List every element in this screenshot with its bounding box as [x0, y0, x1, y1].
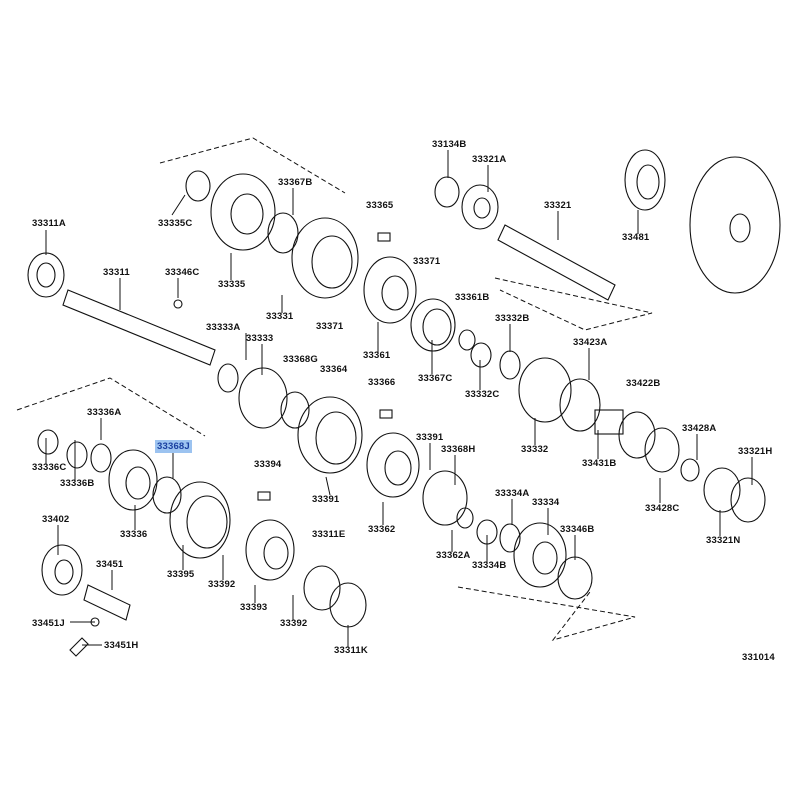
part-label[interactable]: 33346C — [165, 267, 200, 278]
part-label[interactable]: 33364 — [320, 364, 348, 375]
part-label[interactable]: 33402 — [42, 514, 70, 525]
part-label[interactable]: 33368H — [441, 444, 476, 455]
part-label[interactable]: 33431B — [582, 458, 617, 469]
part-label[interactable]: 33321A — [472, 154, 507, 165]
part-label[interactable]: 33423A — [573, 337, 608, 348]
part-label[interactable]: 33395 — [167, 569, 195, 580]
part-label[interactable]: 33361 — [363, 350, 391, 361]
group-outline-top — [159, 137, 346, 194]
part-label[interactable]: 33481 — [622, 232, 650, 243]
part-label[interactable]: 33332B — [495, 313, 530, 324]
part-label[interactable]: 33332 — [521, 444, 549, 455]
part-label[interactable]: 33451H — [104, 640, 139, 651]
group-outline-right — [494, 277, 653, 331]
part-label[interactable]: 33367B — [278, 177, 313, 188]
part-label[interactable]: 33422B — [626, 378, 661, 389]
figure-number: 331014 — [742, 652, 775, 663]
part-label[interactable]: 33361B — [455, 292, 490, 303]
part-label[interactable]: 33346B — [560, 524, 595, 535]
part-label[interactable]: 33335 — [218, 279, 246, 290]
part-label[interactable]: 33393 — [240, 602, 268, 613]
part-label[interactable]: 33451 — [96, 559, 124, 570]
part-label[interactable]: 33362 — [368, 524, 396, 535]
part-label[interactable]: 33321 — [544, 200, 572, 211]
part-label[interactable]: 33334A — [495, 488, 530, 499]
group-outline-left — [16, 377, 206, 437]
part-label[interactable]: 33366 — [368, 377, 396, 388]
part-label[interactable]: 33336 — [120, 529, 148, 540]
part-label[interactable]: 33365 — [366, 200, 394, 211]
part-label[interactable]: 33336B — [60, 478, 95, 489]
part-label-highlighted[interactable]: 33368J — [155, 440, 192, 453]
part-label[interactable]: 33331 — [266, 311, 294, 322]
part-label[interactable]: 33367C — [418, 373, 453, 384]
part-label[interactable]: 33336C — [32, 462, 67, 473]
part-label[interactable]: 33362A — [436, 550, 471, 561]
leader-lines — [45, 150, 753, 647]
parts-shapes — [27, 149, 781, 657]
part-label[interactable]: 33335C — [158, 218, 193, 229]
part-label[interactable]: 33336A — [87, 407, 122, 418]
part-label[interactable]: 33371 — [316, 321, 344, 332]
part-label[interactable]: 33391 — [416, 432, 444, 443]
part-label[interactable]: 33392 — [280, 618, 308, 629]
part-label[interactable]: 33428A — [682, 423, 717, 434]
part-label[interactable]: 33311 — [103, 267, 130, 278]
part-label[interactable]: 33334B — [472, 560, 507, 571]
part-label[interactable]: 33368G — [283, 354, 319, 365]
part-label[interactable]: 33321H — [738, 446, 773, 457]
part-label[interactable]: 33371 — [413, 256, 441, 267]
part-label[interactable]: 33451J — [32, 618, 65, 629]
part-label[interactable]: 33394 — [254, 459, 282, 470]
part-label[interactable]: 33333 — [246, 333, 274, 344]
part-label[interactable]: 33321N — [706, 535, 741, 546]
part-label[interactable]: 33311A — [32, 218, 66, 229]
part-label[interactable]: 33311E — [312, 529, 346, 540]
part-label[interactable]: 33392 — [208, 579, 236, 590]
part-label[interactable]: 33391 — [312, 494, 340, 505]
part-label[interactable]: 33428C — [645, 503, 680, 514]
part-label[interactable]: 33332C — [465, 389, 500, 400]
part-label[interactable]: 33334 — [532, 497, 560, 508]
part-label[interactable]: 33311K — [334, 645, 368, 656]
part-label[interactable]: 33134B — [432, 139, 467, 150]
group-outline-bottom — [457, 586, 636, 641]
part-label[interactable]: 33333A — [206, 322, 241, 333]
